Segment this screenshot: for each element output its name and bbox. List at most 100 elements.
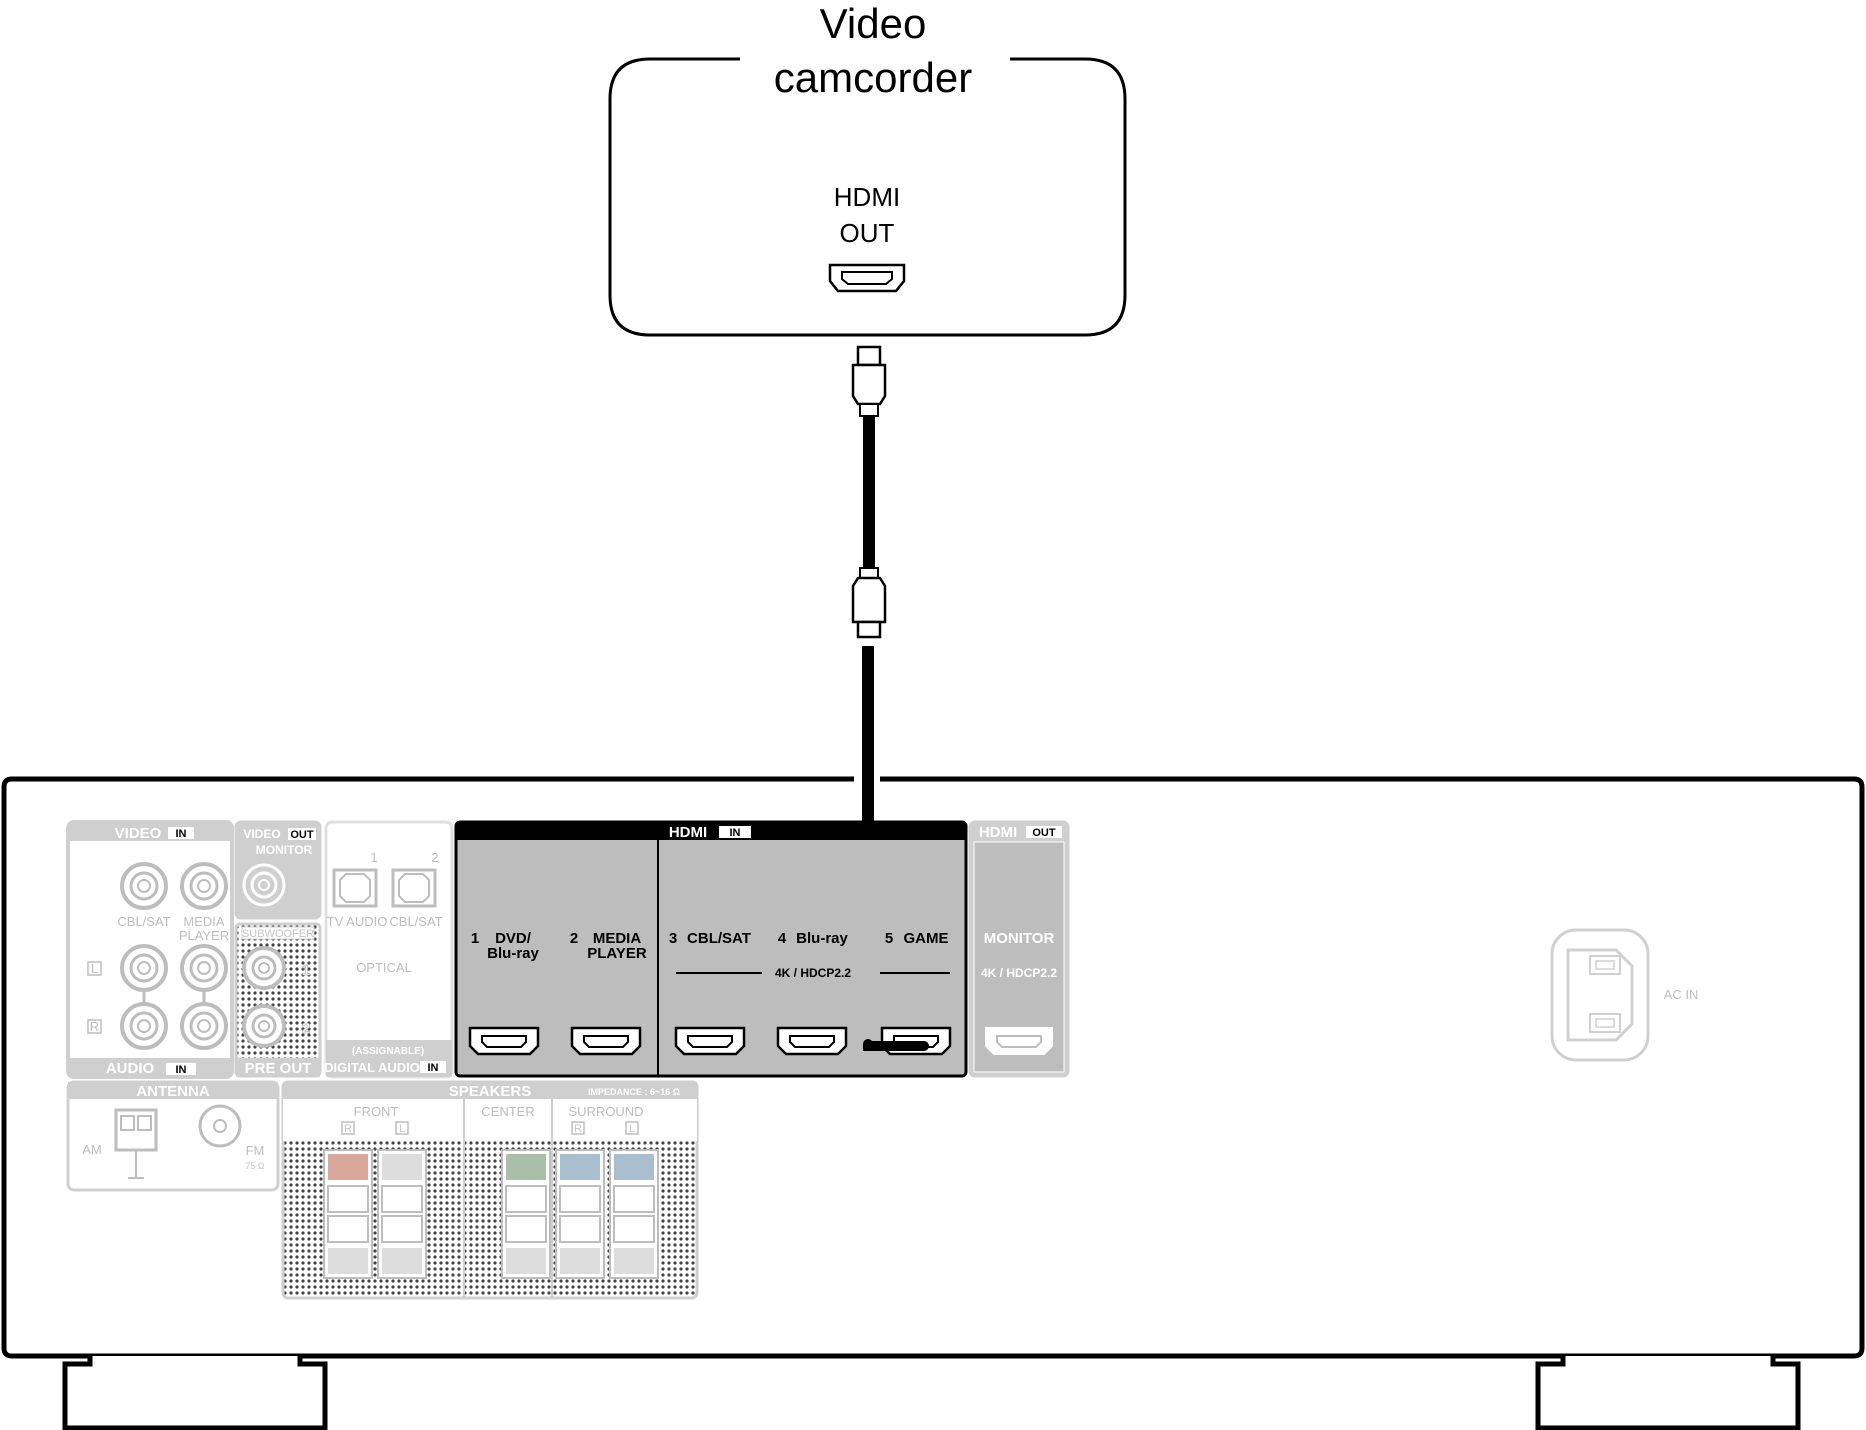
speakers-impedance: IMPEDANCE : 6~16 Ω bbox=[588, 1087, 680, 1097]
ac-inlet-icon bbox=[1550, 928, 1650, 1062]
hdmi-port-2-label-l2: PLAYER bbox=[587, 945, 647, 962]
antenna-panel: ANTENNA AM FM 75 Ω bbox=[66, 1080, 280, 1192]
speakers-surround-label: SURROUND bbox=[568, 1104, 643, 1119]
subwoofer-2-label: 2 bbox=[302, 1020, 310, 1037]
optical-cbl-sat-label: CBL/SAT bbox=[389, 914, 442, 929]
audio-left-label: L bbox=[91, 961, 98, 976]
subwoofer-label: SUBWOOFER bbox=[242, 928, 314, 940]
rca-jack-monitor-icon bbox=[242, 863, 286, 907]
hdmi-out-title: HDMI bbox=[979, 824, 1017, 841]
video-in-title: VIDEO bbox=[115, 825, 162, 842]
optical-2-number: 2 bbox=[431, 850, 438, 865]
rca-jack-media-player-icon bbox=[180, 862, 228, 910]
video-out-tag: OUT bbox=[290, 829, 314, 841]
hdmi-out-monitor-port-icon bbox=[985, 1027, 1053, 1055]
optical-port-cbl-icon bbox=[391, 868, 437, 908]
receiver-foot-left bbox=[62, 1356, 328, 1430]
hdmi-plug-top-body-icon bbox=[851, 363, 887, 406]
hdmi-port-3-label: CBL/SAT bbox=[687, 930, 751, 947]
speakers-front-label: FRONT bbox=[354, 1104, 399, 1119]
speaker-terminal-surround-r-icon bbox=[555, 1149, 605, 1279]
rca-jack-audio-r1-icon bbox=[120, 1002, 168, 1050]
fm-label: FM bbox=[246, 1143, 265, 1158]
hdmi-out-label-line2: OUT bbox=[840, 218, 895, 248]
receiver-foot-right bbox=[1535, 1356, 1801, 1430]
optical-label: OPTICAL bbox=[356, 960, 412, 975]
hdmi-in-title: HDMI bbox=[669, 824, 707, 841]
hdmi-in-spec: 4K / HDCP2.2 bbox=[775, 966, 851, 980]
speakers-panel: SPEAKERS IMPEDANCE : 6~16 Ω FRONT CENTER… bbox=[281, 1080, 699, 1300]
pre-out-title: PRE OUT bbox=[245, 1060, 312, 1077]
cable-into-game-port bbox=[863, 1039, 929, 1051]
rca-jack-subwoofer1-icon bbox=[242, 946, 286, 990]
surround-l-label: L bbox=[629, 1123, 635, 1135]
video-in-jack2-label-l2: PLAYER bbox=[179, 928, 229, 943]
video-in-tag: IN bbox=[176, 828, 187, 840]
hdmi-in-panel: HDMI IN 1 DVD/ Blu-ray 2 MEDIA PLAYER 3 … bbox=[454, 820, 968, 1078]
hdmi-port-5-label: GAME bbox=[904, 930, 949, 947]
audio-in-title: AUDIO bbox=[106, 1060, 155, 1077]
hdmi-in-port-1-icon bbox=[468, 1026, 540, 1056]
digital-audio-title: DIGITAL AUDIO bbox=[324, 1060, 420, 1075]
camcorder-title-line1: Video bbox=[820, 0, 927, 47]
hdmi-out-tag: OUT bbox=[1032, 827, 1056, 839]
camcorder-title-line2: camcorder bbox=[774, 54, 972, 101]
speaker-terminal-center-icon bbox=[501, 1149, 551, 1279]
hdmi-port-1-label-l1: DVD/ bbox=[495, 930, 532, 947]
hdmi-port-4-label: Blu-ray bbox=[796, 930, 848, 947]
subwoofer-1-label: 1 bbox=[302, 962, 310, 979]
video-out-monitor-label: MONITOR bbox=[256, 843, 313, 857]
ac-inlet: AC IN bbox=[1550, 928, 1699, 1062]
hdmi-in-port-3-icon bbox=[674, 1026, 746, 1056]
assignable-label: (ASSIGNABLE) bbox=[352, 1046, 424, 1057]
tv-audio-label: TV AUDIO bbox=[327, 914, 388, 929]
hdmi-port-4-number: 4 bbox=[778, 930, 787, 947]
hdmi-out-label-line1: HDMI bbox=[834, 182, 900, 212]
hdmi-in-port-4-icon bbox=[776, 1026, 848, 1056]
hdmi-port-2-number: 2 bbox=[570, 930, 578, 947]
hdmi-port-1-number: 1 bbox=[471, 930, 479, 947]
front-l-label: L bbox=[399, 1123, 405, 1135]
digital-audio-tag: IN bbox=[428, 1062, 439, 1074]
rca-jack-subwoofer2-icon bbox=[242, 1004, 286, 1048]
hdmi-out-panel: HDMI OUT MONITOR 4K / HDCP2.2 bbox=[968, 820, 1070, 1078]
video-in-jack2-label-l1: MEDIA bbox=[183, 914, 225, 929]
camcorder-device: Video camcorder HDMI OUT bbox=[608, 0, 1127, 337]
antenna-title: ANTENNA bbox=[136, 1083, 209, 1100]
hdmi-plug-top-icon bbox=[856, 345, 882, 367]
surround-r-label: R bbox=[574, 1123, 582, 1135]
fm-ohm-label: 75 Ω bbox=[245, 1161, 265, 1171]
speaker-terminal-surround-l-icon bbox=[609, 1149, 659, 1279]
am-label: AM bbox=[82, 1142, 102, 1157]
speakers-center-label: CENTER bbox=[481, 1104, 534, 1119]
hdmi-port-1-label-l2: Blu-ray bbox=[487, 945, 539, 962]
front-r-label: R bbox=[344, 1123, 352, 1135]
camcorder-hdmi-port-icon bbox=[828, 263, 906, 293]
audio-in-tag: IN bbox=[176, 1064, 187, 1076]
hdmi-port-2-label-l1: MEDIA bbox=[593, 930, 642, 947]
hdmi-cable bbox=[851, 345, 887, 1046]
hdmi-out-spec: 4K / HDCP2.2 bbox=[981, 966, 1057, 980]
video-in-jack1-label: CBL/SAT bbox=[117, 914, 170, 929]
hdmi-plug-bottom-icon bbox=[851, 576, 887, 624]
am-terminal-icon bbox=[114, 1108, 158, 1179]
hdmi-port-3-number: 3 bbox=[669, 930, 677, 947]
speaker-terminal-front-l-icon bbox=[377, 1149, 427, 1279]
hdmi-in-port-2-icon bbox=[570, 1026, 642, 1056]
video-out-panel: VIDEO OUT MONITOR bbox=[234, 820, 322, 920]
optical-1-number: 1 bbox=[370, 850, 377, 865]
optical-port-tv-icon bbox=[332, 868, 378, 908]
rca-jack-cbl-sat-icon bbox=[120, 862, 168, 910]
hdmi-in-tag: IN bbox=[730, 827, 741, 839]
hdmi-port-5-number: 5 bbox=[885, 930, 893, 947]
video-out-title: VIDEO bbox=[243, 827, 280, 841]
ac-in-label: AC IN bbox=[1664, 987, 1699, 1002]
pre-out-panel: SUBWOOFER 1 2 PRE OUT bbox=[234, 922, 322, 1078]
hdmi-out-monitor-label: MONITOR bbox=[984, 930, 1055, 947]
speaker-terminal-front-r-icon bbox=[323, 1149, 373, 1279]
digital-audio-panel: 1 2 TV AUDIO CBL/SAT OPTICAL (ASSIGNABLE… bbox=[324, 820, 454, 1079]
audio-right-label: R bbox=[90, 1019, 99, 1034]
speakers-title: SPEAKERS bbox=[449, 1083, 532, 1100]
